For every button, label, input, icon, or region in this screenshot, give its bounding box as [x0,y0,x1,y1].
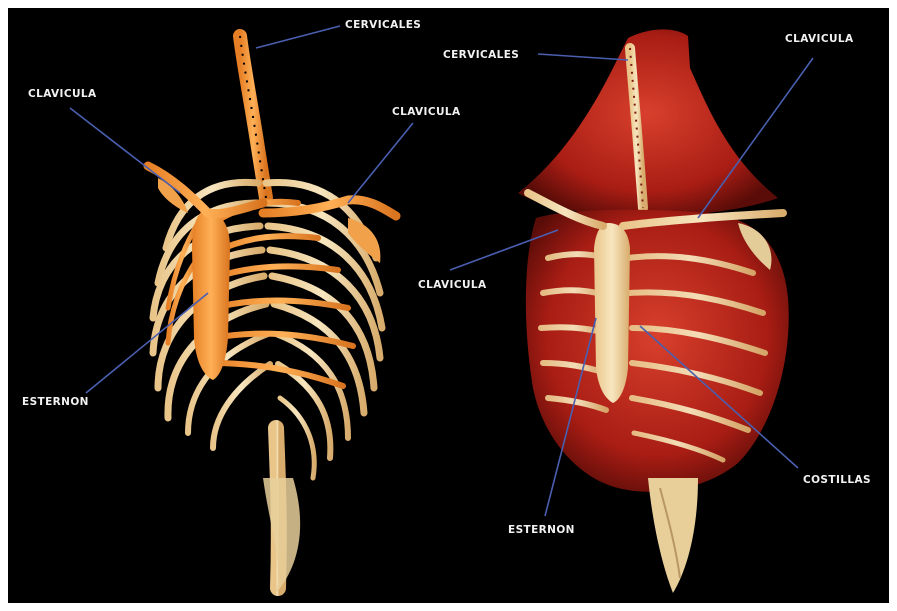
label-left-cervicales: CERVICALES [345,20,421,31]
label-left-clavicula-1: CLAVICULA [28,89,97,100]
leader-left-clavicula-2 [348,123,413,203]
anatomy-illustration [8,8,889,603]
label-right-esternon: ESTERNON [508,525,575,536]
label-right-cervicales: CERVICALES [443,50,519,61]
right-muscle-figure [518,29,789,593]
image-frame: CERVICALES CLAVICULA CLAVICULA ESTERNON … [8,8,889,603]
label-right-costillas: COSTILLAS [803,475,871,486]
label-right-clavicula-1: CLAVICULA [785,34,854,45]
leader-left-clavicula-1 [70,108,180,193]
label-left-esternon: ESTERNON [22,397,89,408]
label-left-clavicula-2: CLAVICULA [392,107,461,118]
leader-left-cervicales [256,26,340,48]
leader-right-cervicales [538,54,628,60]
leader-left-esternon [86,293,208,393]
left-skeleton-figure [148,36,396,593]
label-right-clavicula-2: CLAVICULA [418,280,487,291]
